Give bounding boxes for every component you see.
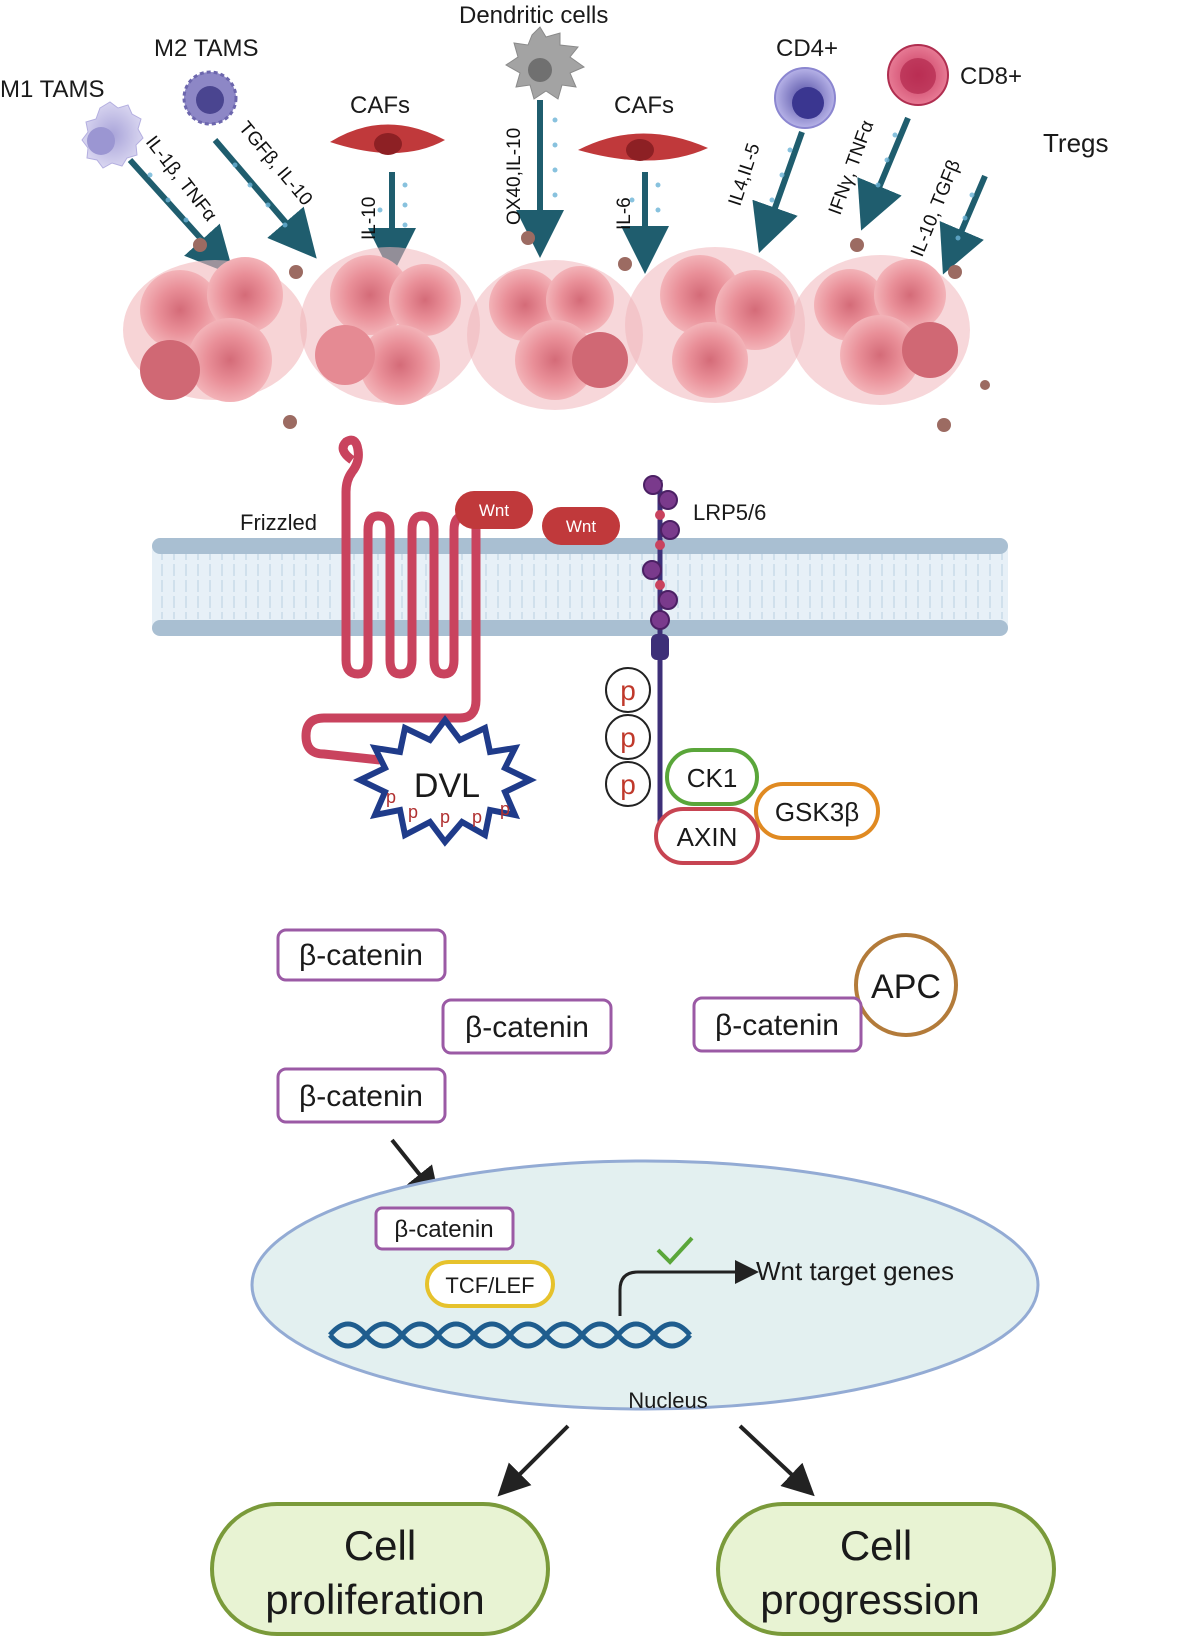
dendritic-cell	[505, 26, 586, 100]
dendritic-cells-label: Dendritic cells	[459, 2, 608, 29]
wnt-target-genes-label: Wnt target genes	[756, 1256, 954, 1286]
lrp-p-1: p	[620, 675, 636, 706]
tumor-cell-cluster	[123, 231, 990, 432]
wnt-1-label: Wnt	[479, 501, 510, 520]
tcf-lef-label: TCF/LEF	[445, 1273, 534, 1298]
lrp-p-3: p	[620, 769, 636, 800]
caf-right-label: CAFs	[614, 92, 674, 119]
axin-protein: AXIN	[654, 807, 760, 865]
checkmark-icon	[656, 1236, 694, 1265]
dvl-protein: DVL	[353, 715, 537, 847]
wnt-ligand-2: Wnt	[542, 507, 620, 545]
ck1-protein: CK1	[665, 748, 759, 806]
catenin-box-4: β-catenin	[692, 996, 863, 1053]
caf-left-cell	[330, 124, 445, 155]
frizzled-label: Frizzled	[240, 510, 317, 535]
cd4-label: CD4+	[776, 35, 838, 62]
cell-progression-box: Cell progression	[716, 1502, 1056, 1636]
dvl-p-4: p	[472, 807, 482, 827]
gsk3b-label: GSK3β	[775, 797, 859, 827]
cd4-arrow	[752, 130, 805, 253]
catenin-1-label: β-catenin	[299, 939, 423, 972]
lrp-p-2: p	[620, 722, 636, 753]
ck1-label: CK1	[687, 763, 738, 793]
nuclear-catenin-box: β-catenin	[374, 1206, 515, 1251]
cytokine-cd4: IL4,IL-5	[725, 141, 765, 209]
dvl-p-3: p	[440, 807, 450, 827]
dvl-label: DVL	[414, 767, 480, 805]
transcription-arrow	[618, 1260, 759, 1316]
catenin-box-3: β-catenin	[276, 1067, 447, 1124]
axin-label: AXIN	[677, 822, 738, 852]
catenin-2-label: β-catenin	[465, 1011, 589, 1044]
apc-protein: APC	[854, 933, 958, 1037]
m1-tams-cell	[81, 101, 144, 169]
m1-tams-label: M1 TAMS	[0, 76, 104, 103]
progression-line-2: progression	[760, 1576, 979, 1623]
proliferation-arrow	[497, 1424, 570, 1497]
cytokine-dendritic: OX40,IL-10	[504, 128, 525, 225]
dvl-p-1: p	[386, 787, 396, 807]
dvl-p-5: p	[500, 799, 510, 819]
tcf-lef-box: TCF/LEF	[425, 1260, 555, 1308]
nuclear-catenin-label: β-catenin	[394, 1216, 493, 1243]
m2-tams-cell	[182, 70, 238, 126]
catenin-box-1: β-catenin	[276, 928, 447, 982]
m2-arrow	[212, 138, 317, 259]
cell-membrane	[152, 538, 1008, 636]
tregs-label: Tregs	[1043, 128, 1109, 158]
apc-label: APC	[871, 968, 941, 1006]
cd8-arrow	[857, 116, 911, 231]
proliferation-line-1: Cell	[344, 1522, 416, 1569]
cytokine-m1: IL-1β, TNFα	[141, 132, 220, 225]
lrp-phosphates: p p p	[605, 667, 651, 807]
progression-line-1: Cell	[840, 1522, 912, 1569]
cd8-cell	[887, 44, 949, 106]
progression-arrow	[738, 1424, 815, 1497]
cd4-cell	[774, 67, 836, 129]
lrp-receptor	[642, 475, 680, 848]
caf-right-cell	[578, 133, 708, 161]
wnt-2-label: Wnt	[566, 517, 597, 536]
tregs-arrow	[939, 174, 988, 275]
wnt-ligand-1: Wnt	[455, 491, 533, 529]
cytokine-caf-right: IL-6	[614, 197, 635, 230]
catenin-4-label: β-catenin	[715, 1009, 839, 1042]
proliferation-line-2: proliferation	[265, 1576, 484, 1623]
cytokine-m2: TGFβ, IL-10	[234, 118, 316, 210]
cell-proliferation-box: Cell proliferation	[210, 1502, 550, 1636]
gsk3b-protein: GSK3β	[754, 782, 880, 840]
caf-left-label: CAFs	[350, 92, 410, 119]
nucleus-label: Nucleus	[628, 1388, 707, 1413]
cytokine-caf-left: IL-10	[359, 197, 380, 240]
frizzled-receptor	[301, 435, 481, 765]
cytokine-arrows	[127, 100, 988, 276]
cd8-label: CD8+	[960, 63, 1022, 90]
m2-tams-label: M2 TAMS	[154, 35, 258, 62]
dvl-phosphates: p p p p p	[386, 787, 510, 827]
lrp-label: LRP5/6	[693, 500, 766, 525]
catenin-box-2: β-catenin	[441, 998, 613, 1055]
dvl-p-2: p	[408, 802, 418, 822]
catenin-3-label: β-catenin	[299, 1080, 423, 1113]
dna-helix	[328, 1321, 692, 1349]
